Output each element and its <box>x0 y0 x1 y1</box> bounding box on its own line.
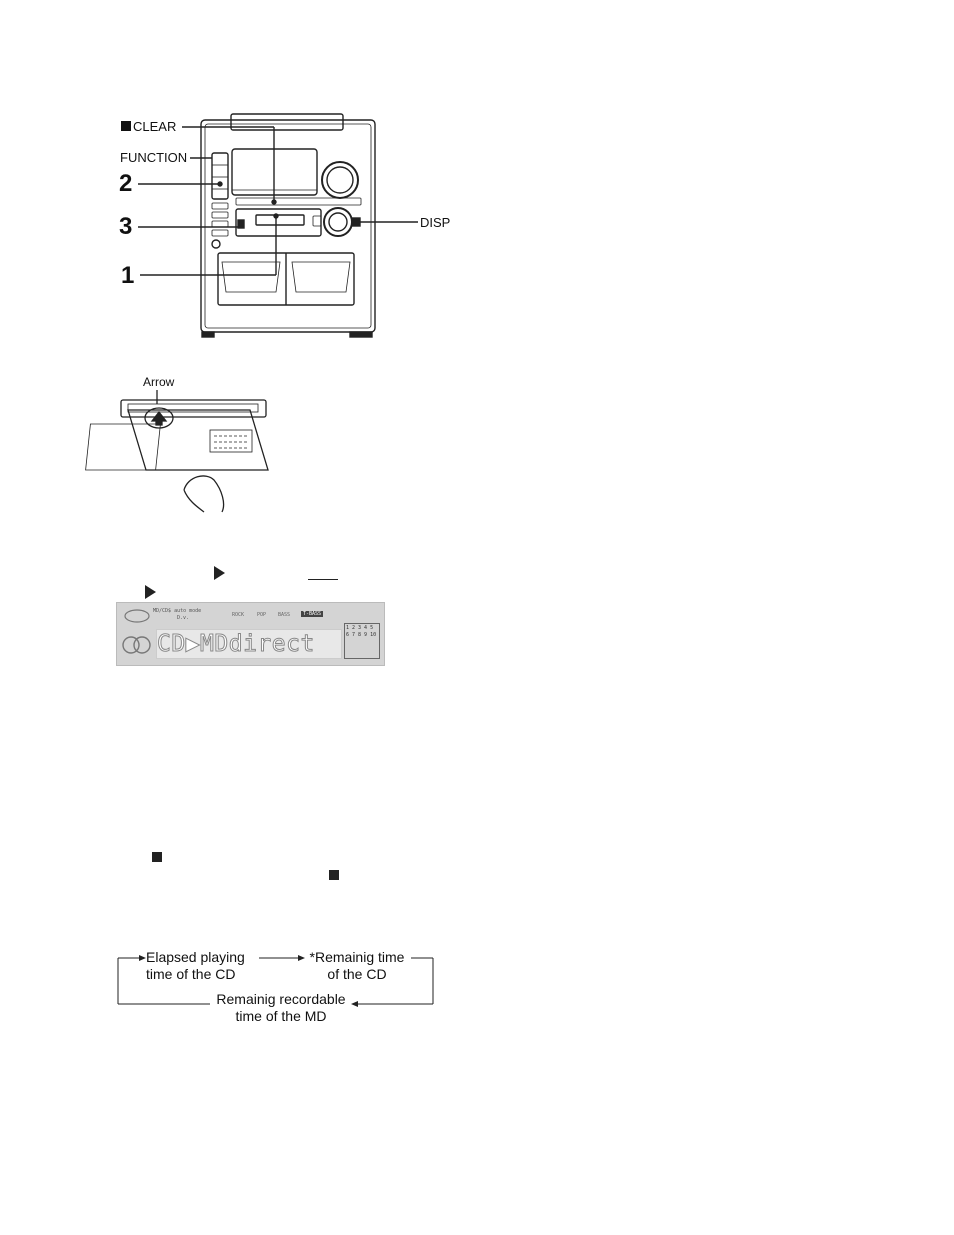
bass-label: BASS <box>278 612 291 618</box>
underline-mark <box>308 579 338 580</box>
mode-line-1: MD/CD$ auto mode <box>153 608 202 614</box>
tbass-label: T-BASS <box>301 611 324 617</box>
step-2-label: 2 <box>119 170 133 197</box>
stereo-unit-illustration <box>138 113 418 338</box>
play-triangle-icon-2 <box>145 585 156 599</box>
disc-logo-icon <box>122 609 151 654</box>
elapsed-time-node: Elapsed playing time of the CD <box>146 949 256 983</box>
main-display-text: CD▶MDdirect <box>156 629 342 659</box>
recordable-line-1: Remainig recordable <box>216 991 346 1007</box>
rock-label: ROCK <box>232 612 245 618</box>
elapsed-line-1: Elapsed playing <box>146 949 245 965</box>
clear-label: CLEAR <box>133 119 177 134</box>
arrow-label: Arrow <box>143 375 175 389</box>
remaining-line-2: of the CD <box>327 966 387 982</box>
disp-label: DISP <box>420 215 451 230</box>
track-grid: 1 2 3 4 5 6 7 8 9 10 <box>344 623 380 659</box>
remaining-line-1: *Remainig time <box>309 949 405 965</box>
elapsed-line-2: time of the CD <box>146 966 236 982</box>
stop-square-icon <box>121 121 131 131</box>
step-3-label: 3 <box>119 213 133 240</box>
lcd-display-panel: MD/CD$ auto mode D.v. ROCK POP BASS T-BA… <box>116 602 385 666</box>
step-1-label: 1 <box>121 262 135 289</box>
remaining-cd-node: *Remainig time of the CD <box>303 949 411 983</box>
play-triangle-icon <box>214 566 225 580</box>
recordable-md-node: Remainig recordable time of the MD <box>206 991 356 1025</box>
recordable-line-2: time of the MD <box>235 1008 327 1024</box>
pop-label: POP <box>257 612 267 618</box>
function-label: FUNCTION <box>120 150 188 165</box>
mode-line-2: D.v. <box>177 615 190 621</box>
md-insert-illustration <box>85 390 269 513</box>
stop-square-icon-3 <box>329 870 339 880</box>
stop-square-icon-2 <box>152 852 162 862</box>
flow-arrows <box>117 955 434 1007</box>
